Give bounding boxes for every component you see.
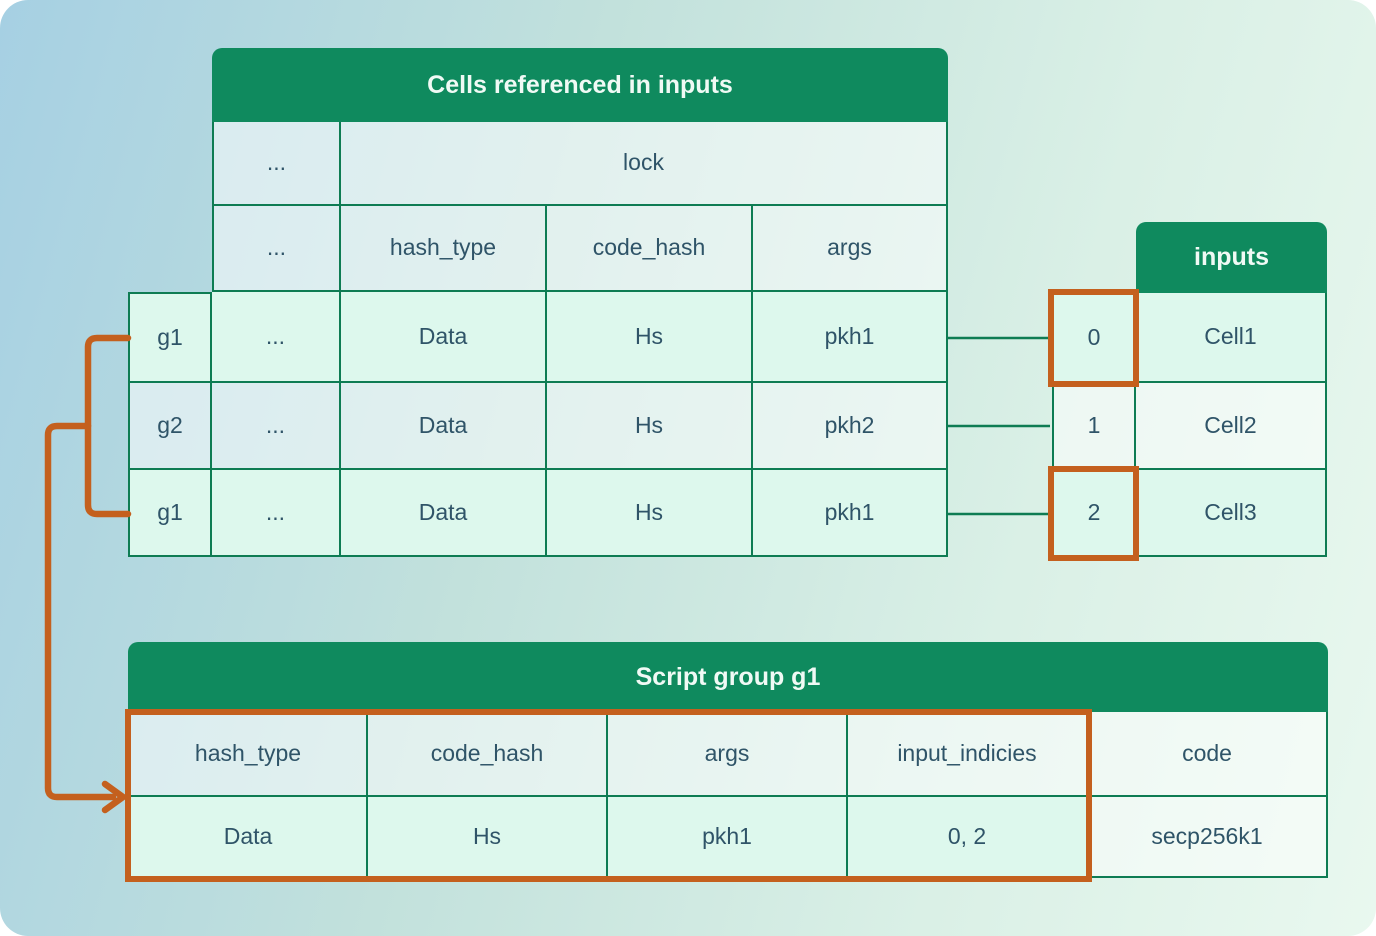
column-code-hash: code_hash <box>547 206 753 292</box>
script-group-title: Script group g1 <box>128 642 1328 712</box>
row2-hash-type: Data <box>341 470 547 557</box>
inputs-table: inputs 0 Cell1 1 Cell2 2 Cell3 <box>1052 222 1327 557</box>
script-col-code: code <box>1088 712 1328 797</box>
row0-ellipsis: ... <box>212 292 341 383</box>
g1-to-script-group-line <box>44 422 117 801</box>
script-col-hash-type: hash_type <box>128 712 368 797</box>
row0-hash-type: Data <box>341 292 547 383</box>
row2-group-label: g1 <box>128 470 212 557</box>
row0-args: pkh1 <box>753 292 948 383</box>
script-val-hash-type: Data <box>128 797 368 878</box>
row1-code-hash: Hs <box>547 383 753 470</box>
ellipsis-cell: ... <box>212 206 341 292</box>
script-col-args: args <box>608 712 848 797</box>
g1-group-bracket <box>84 334 132 518</box>
input-index-1: 1 <box>1052 383 1136 470</box>
row2-code-hash: Hs <box>547 470 753 557</box>
script-col-input-indicies: input_indicies <box>848 712 1088 797</box>
cells-referenced-title: Cells referenced in inputs <box>212 48 948 122</box>
row1-hash-type: Data <box>341 383 547 470</box>
input-cell-3: Cell3 <box>1136 470 1327 557</box>
ellipsis-cell: ... <box>212 122 341 206</box>
input-cell-1: Cell1 <box>1136 293 1327 383</box>
row0-group-label: g1 <box>128 292 212 383</box>
script-group-table: Script group g1 hash_type code_hash args… <box>128 642 1328 878</box>
column-args: args <box>753 206 948 292</box>
arrowhead-icon <box>101 780 127 814</box>
green-connector-lines <box>948 336 1050 516</box>
inputs-title: inputs <box>1136 222 1327 293</box>
row2-ellipsis: ... <box>212 470 341 557</box>
row2-args: pkh1 <box>753 470 948 557</box>
highlight-box-input-index-2 <box>1048 466 1139 561</box>
script-val-code: secp256k1 <box>1088 797 1328 878</box>
column-hash-type: hash_type <box>341 206 547 292</box>
script-val-input-indicies: 0, 2 <box>848 797 1088 878</box>
row1-ellipsis: ... <box>212 383 341 470</box>
highlight-box-input-index-0 <box>1048 289 1139 387</box>
lock-header-cell: lock <box>341 122 948 206</box>
row0-code-hash: Hs <box>547 292 753 383</box>
script-col-code-hash: code_hash <box>368 712 608 797</box>
row1-args: pkh2 <box>753 383 948 470</box>
cells-referenced-table: Cells referenced in inputs ... lock ... … <box>128 48 948 557</box>
highlight-box-script-group-columns <box>125 709 1092 882</box>
row1-group-label: g2 <box>128 383 212 470</box>
input-cell-2: Cell2 <box>1136 383 1327 470</box>
